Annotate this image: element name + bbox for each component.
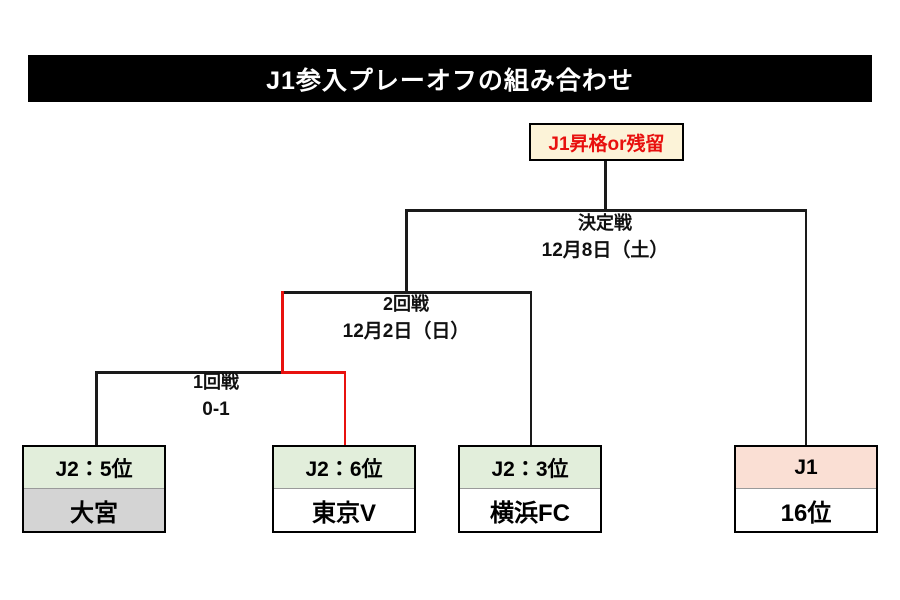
round-label-final: 決定戦 12月8日（土） — [505, 211, 705, 266]
round-name-round2: 2回戦 — [382, 294, 429, 314]
team-box-omiya[interactable]: J2：5位 大宮 — [22, 445, 166, 533]
connector-round2-right-leg — [529, 291, 532, 445]
team-rank-label: J1 — [736, 447, 876, 489]
page-title: J1参入プレーオフの組み合わせ — [266, 66, 634, 95]
team-box-tokyo-verdy[interactable]: J2：6位 東京V — [272, 445, 416, 533]
connector-round1-left-leg — [95, 371, 98, 445]
team-rank-label: J2：6位 — [274, 447, 414, 489]
round-score-round1: 0-1 — [202, 399, 230, 420]
outcome-label: J1昇格or残留 — [548, 133, 665, 155]
connector-round1-horizontal — [95, 371, 285, 374]
connector-outcome-stem — [604, 161, 607, 210]
outcome-box: J1昇格or残留 — [529, 123, 684, 161]
team-rank-label: J2：5位 — [24, 447, 164, 489]
team-name-label: 16位 — [736, 489, 876, 531]
round-label-round1: 1回戦 0-1 — [116, 370, 316, 425]
connector-round2-left-leg-winner — [281, 291, 284, 374]
round-name-final: 決定戦 — [578, 213, 632, 233]
connector-round1-right-leg-winner — [343, 371, 346, 445]
team-rank-label: J2：3位 — [460, 447, 600, 489]
team-box-j1-sixteenth[interactable]: J1 16位 — [734, 445, 878, 533]
connector-final-left-leg — [405, 209, 408, 292]
team-box-yokohama-fc[interactable]: J2：3位 横浜FC — [458, 445, 602, 533]
round-name-round1: 1回戦 — [192, 372, 239, 392]
round-date-final: 12月8日（土） — [541, 240, 669, 261]
connector-round2-horizontal — [281, 291, 532, 294]
connector-round1-horizontal-winner — [281, 371, 346, 374]
round-label-round2: 2回戦 12月2日（日） — [306, 292, 506, 347]
round-date-round2: 12月2日（日） — [342, 321, 470, 342]
connector-final-right-leg — [804, 209, 807, 445]
connector-final-horizontal — [405, 209, 807, 212]
team-name-label: 大宮 — [24, 489, 164, 531]
team-name-label: 横浜FC — [460, 489, 600, 531]
team-name-label: 東京V — [274, 489, 414, 531]
title-banner: J1参入プレーオフの組み合わせ — [28, 55, 872, 102]
